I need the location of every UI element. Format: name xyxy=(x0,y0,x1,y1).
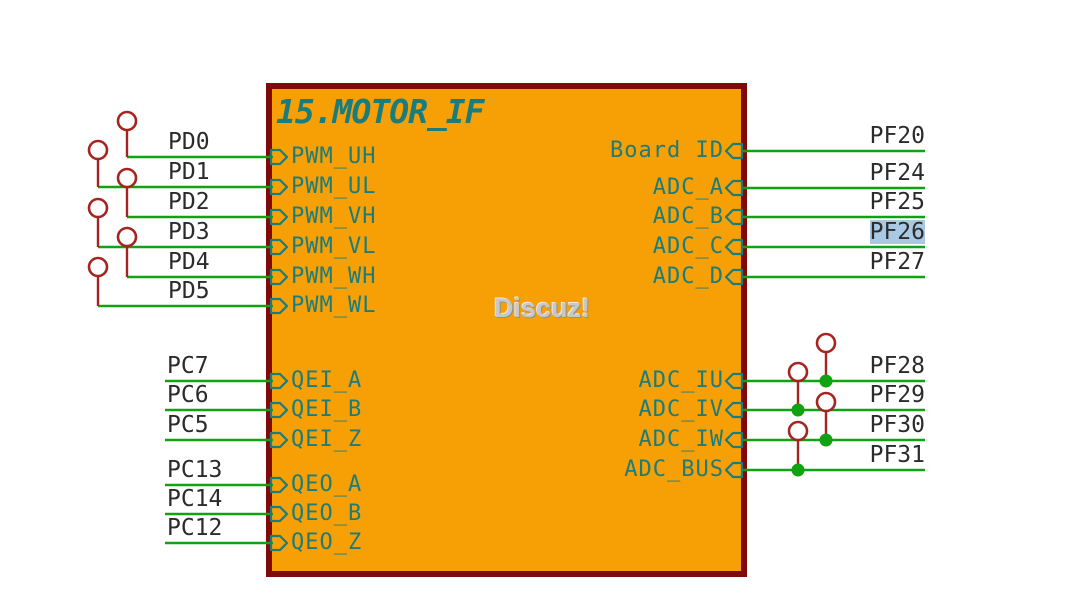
terminal-circle-pd5[interactable] xyxy=(87,256,109,306)
net-label-pc5[interactable]: PC5 xyxy=(167,412,209,438)
pin-name-pwm-ul[interactable]: PWM_UL xyxy=(291,174,377,199)
input-pin-icon-pwm-wh[interactable] xyxy=(269,268,289,286)
terminal-circle-icon xyxy=(87,139,109,161)
net-label-pd5[interactable]: PD5 xyxy=(168,278,210,304)
input-pin-icon-pwm-vh[interactable] xyxy=(269,208,289,226)
net-label-pc7[interactable]: PC7 xyxy=(167,353,209,379)
net-label-pf25[interactable]: PF25 xyxy=(869,189,925,215)
net-label-pf29[interactable]: PF29 xyxy=(869,382,925,408)
terminal-circle-icon xyxy=(116,226,138,248)
block-title: 15.MOTOR_IF xyxy=(276,92,485,131)
input-pin-icon-adc-d[interactable] xyxy=(724,268,744,286)
pin-name-qeo-z[interactable]: QEO_Z xyxy=(291,530,363,555)
input-pin-icon-qei-z[interactable] xyxy=(269,431,289,449)
terminal-circle-icon xyxy=(787,420,809,442)
input-pin-icon-pwm-uh[interactable] xyxy=(269,148,289,166)
pin-name-adc-iu[interactable]: ADC_IU xyxy=(638,368,724,393)
pin-name-pwm-vl[interactable]: PWM_VL xyxy=(291,234,377,259)
net-label-pf24[interactable]: PF24 xyxy=(869,160,925,186)
pin-name-pwm-wl[interactable]: PWM_WL xyxy=(291,293,377,318)
watermark-text: Discuz! xyxy=(494,293,591,323)
net-label-pf30[interactable]: PF30 xyxy=(869,412,925,438)
pin-name-pwm-vh[interactable]: PWM_VH xyxy=(291,204,377,229)
motor-if-block-body[interactable] xyxy=(266,83,747,577)
net-label-pc14[interactable]: PC14 xyxy=(167,486,223,512)
pin-name-adc-a[interactable]: ADC_A xyxy=(652,175,724,200)
net-label-pc13[interactable]: PC13 xyxy=(167,457,223,483)
net-label-pd2[interactable]: PD2 xyxy=(168,189,210,215)
net-label-pf27[interactable]: PF27 xyxy=(869,249,925,275)
pin-name-adc-b[interactable]: ADC_B xyxy=(652,204,724,229)
input-pin-icon-adc-a[interactable] xyxy=(724,179,744,197)
junction-dot xyxy=(819,374,833,388)
net-label-pd1[interactable]: PD1 xyxy=(168,159,210,185)
terminal-circle-pf28[interactable] xyxy=(815,332,837,388)
terminal-circle-icon xyxy=(787,361,809,383)
pin-name-pwm-wh[interactable]: PWM_WH xyxy=(291,264,377,289)
input-pin-icon-adc-b[interactable] xyxy=(724,208,744,226)
input-pin-icon-adc-iw[interactable] xyxy=(724,431,744,449)
input-pin-icon-adc-iu[interactable] xyxy=(724,372,744,390)
pin-name-adc-bus[interactable]: ADC_BUS xyxy=(624,457,724,482)
pin-name-pwm-uh[interactable]: PWM_UH xyxy=(291,144,377,169)
input-pin-icon-qeo-a[interactable] xyxy=(269,476,289,494)
terminal-circle-pf29[interactable] xyxy=(787,361,809,417)
input-pin-icon-qeo-b[interactable] xyxy=(269,505,289,523)
pin-name-qei-a[interactable]: QEI_A xyxy=(291,368,363,393)
terminal-circle-pd2[interactable] xyxy=(116,167,138,217)
pin-name-board-id[interactable]: Board ID xyxy=(610,138,724,163)
net-label-pd4[interactable]: PD4 xyxy=(168,249,210,275)
terminal-circle-pf31[interactable] xyxy=(787,420,809,477)
terminal-circle-pd3[interactable] xyxy=(87,197,109,247)
pin-name-qeo-a[interactable]: QEO_A xyxy=(291,472,363,497)
input-pin-icon-pwm-wl[interactable] xyxy=(269,297,289,315)
terminal-circle-pd0[interactable] xyxy=(116,110,138,157)
pin-name-qei-b[interactable]: QEI_B xyxy=(291,397,363,422)
net-label-pd3[interactable]: PD3 xyxy=(168,219,210,245)
net-label-pf31[interactable]: PF31 xyxy=(869,442,925,468)
input-pin-icon-pwm-vl[interactable] xyxy=(269,238,289,256)
input-pin-icon-qeo-z[interactable] xyxy=(269,534,289,552)
terminal-circle-icon xyxy=(815,332,837,354)
net-label-pc12[interactable]: PC12 xyxy=(167,515,223,541)
net-label-pf20[interactable]: PF20 xyxy=(869,123,925,149)
net-label-pc6[interactable]: PC6 xyxy=(167,382,209,408)
input-pin-icon-adc-iv[interactable] xyxy=(724,401,744,419)
pin-name-adc-c[interactable]: ADC_C xyxy=(652,234,724,259)
pin-name-adc-d[interactable]: ADC_D xyxy=(652,264,724,289)
pin-name-adc-iv[interactable]: ADC_IV xyxy=(638,397,724,422)
net-label-pf26[interactable]: PF26 xyxy=(869,219,925,245)
input-pin-icon-adc-bus[interactable] xyxy=(724,461,744,479)
terminal-circle-icon xyxy=(116,167,138,189)
terminal-circle-pf30[interactable] xyxy=(815,391,837,447)
pin-name-adc-iw[interactable]: ADC_IW xyxy=(638,427,724,452)
input-pin-icon-board-id[interactable] xyxy=(724,142,744,160)
junction-dot xyxy=(791,403,805,417)
terminal-circle-icon xyxy=(87,256,109,278)
terminal-circle-icon xyxy=(87,197,109,219)
terminal-circle-pd4[interactable] xyxy=(116,226,138,277)
terminal-circle-pd1[interactable] xyxy=(87,139,109,187)
terminal-circle-icon xyxy=(815,391,837,413)
net-label-pf28[interactable]: PF28 xyxy=(869,353,925,379)
terminal-circle-icon xyxy=(116,110,138,132)
pin-name-qeo-b[interactable]: QEO_B xyxy=(291,501,363,526)
input-pin-icon-adc-c[interactable] xyxy=(724,238,744,256)
pin-name-qei-z[interactable]: QEI_Z xyxy=(291,427,363,452)
junction-dot xyxy=(791,463,805,477)
junction-dot xyxy=(819,433,833,447)
input-pin-icon-qei-a[interactable] xyxy=(269,372,289,390)
net-label-pd0[interactable]: PD0 xyxy=(168,129,210,155)
input-pin-icon-qei-b[interactable] xyxy=(269,401,289,419)
input-pin-icon-pwm-ul[interactable] xyxy=(269,178,289,196)
